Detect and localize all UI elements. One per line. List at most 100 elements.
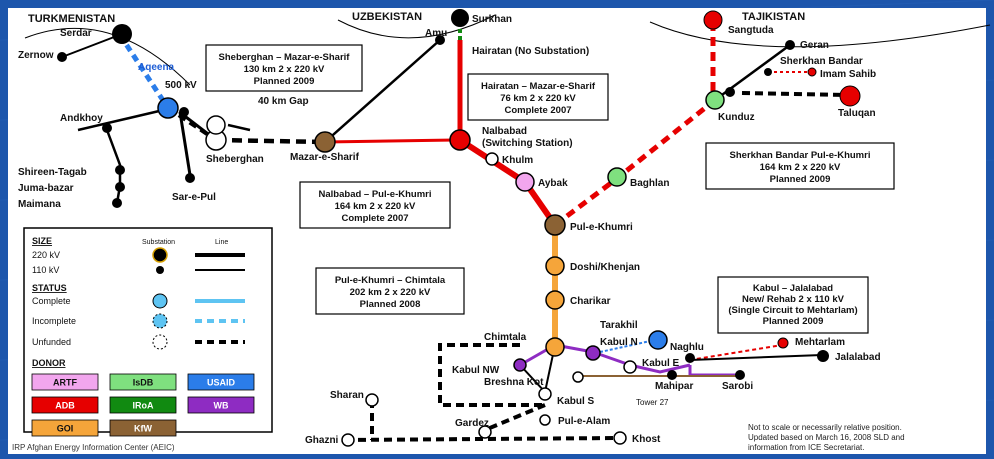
donor-swatch-iroa bbox=[109, 396, 177, 414]
svg-text:Nalbabad – Pul-e-Khumri: Nalbabad – Pul-e-Khumri bbox=[319, 189, 432, 200]
map-notes: Not to scale or necessarily relative pos… bbox=[748, 423, 905, 452]
donor-swatch-artf bbox=[31, 373, 99, 391]
label-serdar: Serdar bbox=[60, 28, 92, 39]
donor-swatch-kfw bbox=[109, 419, 177, 437]
node-zernow bbox=[57, 52, 67, 62]
legend-220kv: 220 kV bbox=[32, 250, 60, 260]
node-kabul-n bbox=[585, 345, 601, 361]
svg-text:Sheberghan – Mazar-e-Sharif: Sheberghan – Mazar-e-Sharif bbox=[219, 52, 351, 63]
node-breshna-kot bbox=[572, 371, 584, 383]
label-gardez: Gardez bbox=[455, 418, 489, 429]
node-surkhan bbox=[451, 9, 469, 27]
legend-110kv-node bbox=[156, 266, 164, 274]
label-chimtala: Chimtala bbox=[484, 332, 527, 343]
label-nalbabad: Nalbabad bbox=[482, 126, 527, 137]
label-kabul-n: Kabul N bbox=[600, 337, 638, 348]
legend-110kv: 110 kV bbox=[32, 265, 59, 275]
label-kabul-e: Kabul E bbox=[642, 358, 680, 369]
line-naghlu-jalalabad bbox=[689, 354, 823, 361]
label-imam-sahib: Imam Sahib bbox=[820, 69, 876, 80]
legend-incomplete: Incomplete bbox=[32, 316, 76, 326]
svg-text:Complete 2007: Complete 2007 bbox=[341, 213, 408, 224]
box-hairatan-mazar: Hairatan – Mazar-e-Sharif 76 km 2 x 220 … bbox=[467, 73, 609, 121]
legend-donor-title: DONOR bbox=[32, 358, 66, 368]
line-kunduz-taluqan bbox=[741, 91, 846, 97]
legend-size-title: SIZE bbox=[32, 236, 52, 246]
label-gap: 40 km Gap bbox=[258, 96, 309, 107]
node-kabul-e bbox=[623, 360, 637, 374]
label-aqeena: Aqeena bbox=[138, 62, 175, 73]
line-mazar-nalbabad bbox=[324, 138, 456, 144]
label-baghlan: Baghlan bbox=[630, 178, 669, 189]
svg-text:Planned 2009: Planned 2009 bbox=[770, 174, 831, 185]
box-sheberghan-mazar: Sheberghan – Mazar-e-Sharif 130 km 2 x 2… bbox=[205, 44, 363, 92]
svg-text:164 km 2 x 220 kV: 164 km 2 x 220 kV bbox=[760, 162, 841, 173]
line-serdar-aqeena bbox=[117, 33, 171, 110]
line-kabul-e-naghlu bbox=[629, 363, 691, 374]
line-ghazni-khost bbox=[344, 436, 621, 442]
donor-swatch-adb bbox=[31, 396, 99, 414]
label-khulm: Khulm bbox=[502, 155, 533, 166]
label-jalalabad: Jalalabad bbox=[835, 352, 881, 363]
donor-swatch-goi bbox=[31, 419, 99, 437]
label-mazar: Mazar-e-Sharif bbox=[290, 152, 360, 163]
legend-line-header: Line bbox=[215, 239, 228, 246]
line-serdar-zernow bbox=[61, 33, 123, 58]
label-maimana: Maimana bbox=[18, 199, 61, 210]
label-tajikistan: TAJIKISTAN bbox=[742, 11, 805, 23]
svg-text:Planned 2008: Planned 2008 bbox=[360, 299, 421, 310]
legend-incomplete-node bbox=[152, 313, 168, 329]
label-shireen-tagab: Shireen-Tagab bbox=[18, 167, 87, 178]
node-amu bbox=[435, 35, 445, 45]
node-sar-e-pul bbox=[185, 173, 195, 183]
label-sherkhan-bandar: Sherkhan Bandar bbox=[780, 56, 863, 67]
label-switching: (Switching Station) bbox=[482, 138, 573, 149]
label-mahipar: Mahipar bbox=[655, 381, 693, 392]
donor-swatch-usaid bbox=[187, 373, 255, 391]
node-gardez bbox=[478, 425, 492, 439]
donor-label-isdb: IsDB bbox=[133, 378, 154, 388]
node-juma-bazar bbox=[115, 182, 125, 192]
line-andkhoy-maimana bbox=[105, 129, 122, 204]
label-juma-bazar: Juma-bazar bbox=[18, 183, 74, 194]
svg-text:202 km 2 x 220 kV: 202 km 2 x 220 kV bbox=[350, 287, 431, 298]
node-aybak bbox=[515, 172, 535, 192]
label-breshna-kot: Breshna Kot bbox=[484, 377, 544, 388]
node-mazar bbox=[314, 131, 336, 153]
node-andkhoy bbox=[102, 123, 112, 133]
box-kabul-jalalabad: Kabul – Jalalabad New/ Rehab 2 x 110 kV … bbox=[717, 276, 869, 334]
donor-label-artf: ARTF bbox=[53, 378, 77, 388]
donor-swatch-isdb bbox=[109, 373, 177, 391]
node-mehtarlam bbox=[777, 337, 789, 349]
node-sangtuda bbox=[703, 10, 723, 30]
node-imam-sahib bbox=[807, 67, 817, 77]
node-baghlan bbox=[607, 167, 627, 187]
node-geran bbox=[785, 40, 795, 50]
label-pul-e-alam: Pul-e-Alam bbox=[558, 416, 610, 427]
label-naghlu: Naghlu bbox=[670, 342, 704, 353]
svg-text:164 km 2 x 220 kV: 164 km 2 x 220 kV bbox=[335, 201, 416, 212]
label-charikar: Charikar bbox=[570, 296, 611, 307]
label-uzbekistan: UZBEKISTAN bbox=[352, 11, 422, 23]
box-pul-chimtala: Pul-e-Khumri – Chimtala 202 km 2 x 220 k… bbox=[315, 267, 465, 315]
label-aybak: Aybak bbox=[538, 178, 568, 189]
node-mahipar bbox=[667, 370, 677, 380]
note-line-1: Not to scale or necessarily relative pos… bbox=[748, 423, 902, 432]
note-line-3: information from ICE Secretariat. bbox=[748, 443, 864, 452]
node-pul-e-alam bbox=[539, 414, 551, 426]
node-taluqan bbox=[839, 85, 861, 107]
label-pul-e-khumri: Pul-e-Khumri bbox=[570, 222, 633, 233]
line-andkhoy bbox=[77, 106, 173, 132]
label-kabul-nw: Kabul NW bbox=[452, 365, 500, 376]
label-kabul-s: Kabul S bbox=[557, 396, 595, 407]
line-aqeena-sheberghan bbox=[166, 106, 218, 142]
label-turkmenistan: TURKMENISTAN bbox=[28, 13, 115, 25]
node-kabul-s bbox=[538, 387, 552, 401]
label-ghazni: Ghazni bbox=[305, 435, 339, 446]
line-kabul-ghazni-loop bbox=[438, 343, 545, 407]
svg-text:Sherkhan Bandar Pul-e-Khumri: Sherkhan Bandar Pul-e-Khumri bbox=[730, 150, 871, 161]
line-naghlu-mehtarlam bbox=[689, 344, 783, 361]
label-sarobi: Sarobi bbox=[722, 381, 753, 392]
